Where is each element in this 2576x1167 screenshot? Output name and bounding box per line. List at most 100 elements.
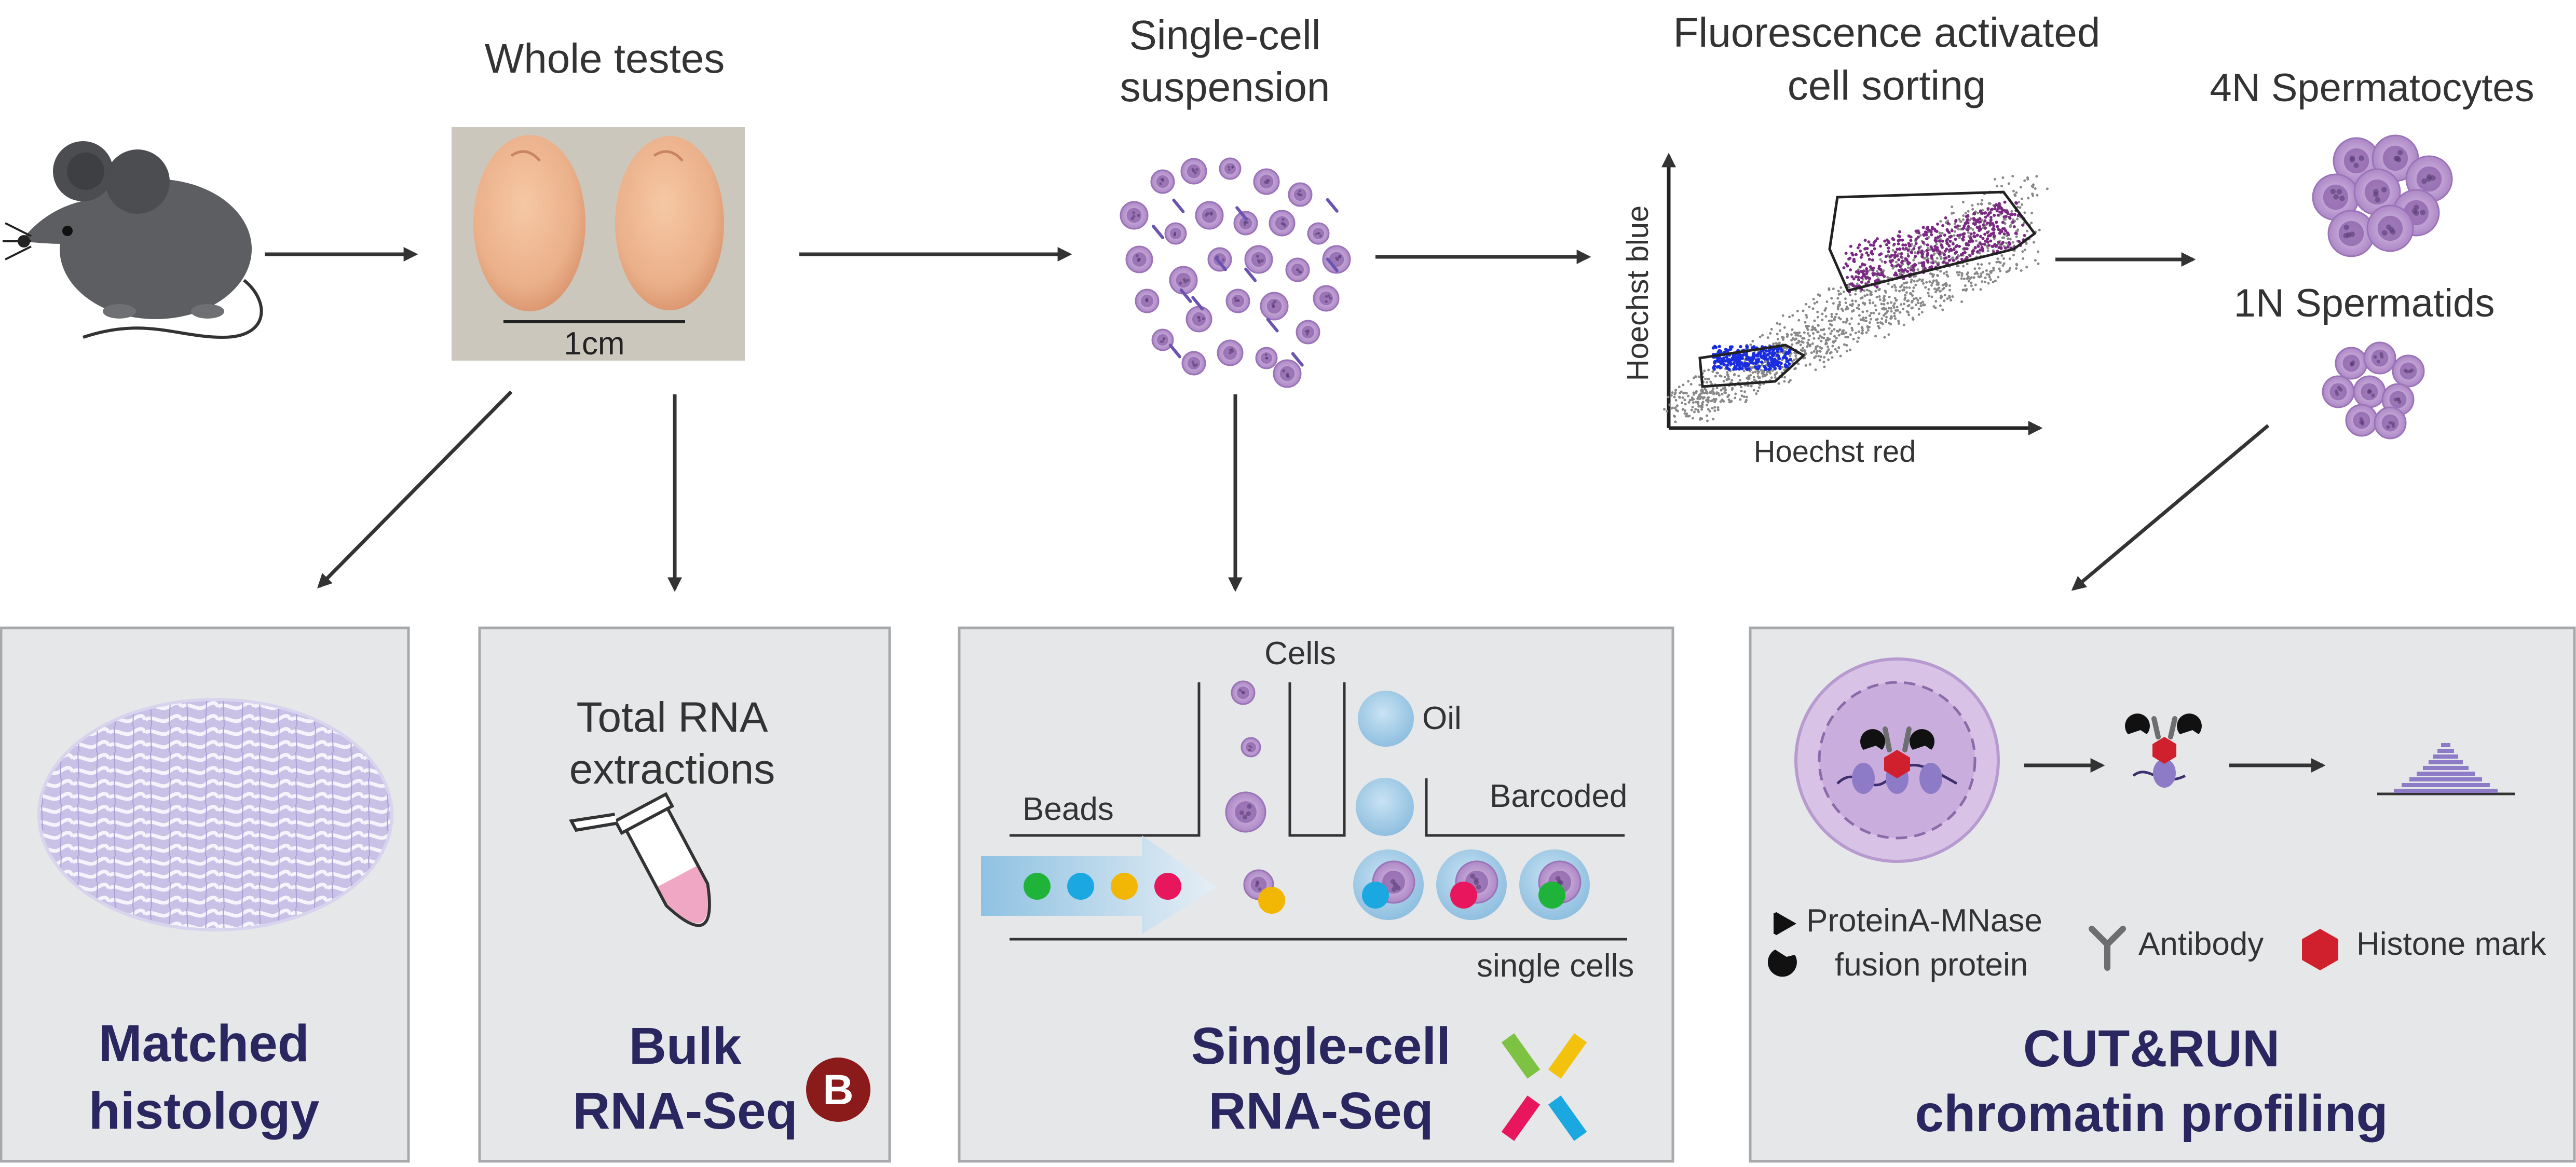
- facs-event: [1687, 380, 1690, 383]
- facs-event: [1844, 336, 1847, 339]
- bulk-subtitle-2: extractions: [569, 746, 775, 793]
- facs-event: [1972, 288, 1975, 291]
- facs-event: [1935, 243, 1938, 246]
- facs-event: [1692, 401, 1695, 404]
- facs-event-spermatid: [1753, 365, 1757, 369]
- facs-event-spermatocyte: [1948, 239, 1952, 243]
- facs-event-spermatid: [1712, 366, 1715, 369]
- bulk-title-2: RNA-Seq: [573, 1082, 797, 1140]
- facs-event: [1805, 313, 1808, 317]
- facs-event: [2009, 238, 2012, 241]
- facs-event: [1847, 286, 1850, 289]
- spermatid-cell: [2374, 406, 2407, 440]
- facs-event: [1786, 333, 1789, 336]
- facs-event-spermatocyte: [1979, 210, 1982, 214]
- facs-event: [1893, 312, 1896, 315]
- facs-event: [1844, 297, 1847, 300]
- facs-event: [1961, 200, 1965, 203]
- facs-event: [1836, 306, 1839, 309]
- facs-event: [1900, 303, 1903, 306]
- panel-histology: Matched histology: [0, 626, 410, 1163]
- facs-event: [1751, 339, 1754, 342]
- facs-event: [1709, 380, 1712, 383]
- facs-event: [1674, 420, 1677, 423]
- facs-event: [1718, 394, 1721, 397]
- facs-event: [1833, 335, 1836, 338]
- facs-event-spermatocyte: [1863, 247, 1866, 251]
- facs-event-spermatocyte: [1921, 241, 1925, 244]
- facs-event-spermatid: [1719, 366, 1722, 369]
- facs-event: [1823, 356, 1826, 359]
- facs-event: [1739, 386, 1742, 389]
- facs-event: [1790, 333, 1793, 336]
- facs-event-spermatocyte: [1897, 242, 1900, 246]
- facs-event: [1984, 280, 1987, 283]
- facs-event: [1886, 301, 1889, 305]
- facs-event: [1958, 237, 1961, 240]
- facs-event: [1734, 392, 1737, 395]
- facs-event-spermatocyte: [1860, 276, 1863, 280]
- facs-event-spermatocyte: [1943, 234, 1946, 237]
- facs-event-spermatocyte: [1958, 244, 1961, 248]
- facs-event-spermatocyte: [1901, 243, 1905, 247]
- facs-event-spermatocyte: [1872, 266, 1875, 270]
- facs-event: [1869, 314, 1872, 317]
- facs-event-spermatocyte: [1945, 239, 1948, 242]
- facs-event-spermatid: [1757, 366, 1761, 369]
- facs-event: [1987, 282, 1990, 285]
- panel-bulk-rnaseq: Total RNA extractions Bulk RNA-Seq B: [478, 626, 891, 1163]
- facs-event-spermatocyte: [1930, 254, 1933, 258]
- facs-event: [1810, 351, 1813, 354]
- facs-event-spermatocyte: [1951, 242, 1955, 246]
- facs-event: [1740, 390, 1743, 393]
- facs-event: [1802, 347, 1805, 350]
- facs-event: [1698, 383, 1701, 387]
- facs-y-label: Hoechst blue: [1621, 205, 1655, 381]
- barcode-bead: [1067, 873, 1094, 900]
- sperm-cell: [1179, 288, 1192, 303]
- facs-event-spermatocyte: [1992, 228, 1996, 231]
- facs-event: [1984, 276, 1987, 279]
- facs-event: [1728, 401, 1731, 404]
- facs-event-spermatocyte: [1892, 238, 1896, 241]
- facs-event: [1981, 199, 1984, 202]
- facs-event-spermatocyte: [1859, 249, 1862, 253]
- facs-event-spermatid: [1744, 351, 1748, 355]
- facs-event: [1842, 321, 1845, 324]
- facs-event: [1799, 335, 1802, 338]
- facs-event: [1811, 332, 1815, 335]
- facs-event: [1987, 202, 1991, 205]
- facs-event: [1868, 321, 1871, 324]
- facs-event: [1670, 407, 1673, 410]
- facs-event: [1786, 335, 1789, 338]
- barcode-bead: [1362, 882, 1389, 909]
- facs-event-spermatocyte: [1947, 244, 1951, 248]
- facs-event: [1946, 297, 1949, 300]
- facs-event-spermatocyte: [1856, 246, 1860, 250]
- facs-event-spermatocyte: [1968, 239, 1971, 243]
- facs-event: [1996, 257, 1999, 260]
- facs-event: [1673, 415, 1677, 418]
- facs-event-spermatid: [1724, 359, 1728, 363]
- facs-event: [1747, 375, 1750, 378]
- facs-event-spermatocyte: [1930, 233, 1933, 237]
- facs-event: [1813, 319, 1816, 322]
- facs-event: [1917, 313, 1920, 316]
- facs-event: [1880, 317, 1884, 320]
- facs-event-spermatocyte: [1920, 249, 1924, 253]
- facs-event: [2015, 267, 2018, 270]
- facs-event: [1698, 394, 1701, 397]
- spermatocyte-cell: [2327, 210, 2375, 257]
- facs-event-spermatocyte: [1898, 247, 1901, 251]
- facs-event-spermatid: [1788, 358, 1792, 362]
- facs-event-spermatocyte: [1959, 253, 1963, 257]
- facs-event-spermatid: [1743, 362, 1747, 366]
- facs-event: [1912, 297, 1915, 300]
- facs-event: [1919, 301, 1923, 305]
- facs-event: [1793, 338, 1796, 341]
- facs-plot: Hoechst red Hoechst blue: [1621, 153, 2049, 469]
- facs-event: [1777, 382, 1780, 385]
- facs-event-spermatocyte: [1973, 235, 1977, 239]
- facs-event: [1916, 298, 1919, 301]
- facs-event: [1845, 350, 1848, 353]
